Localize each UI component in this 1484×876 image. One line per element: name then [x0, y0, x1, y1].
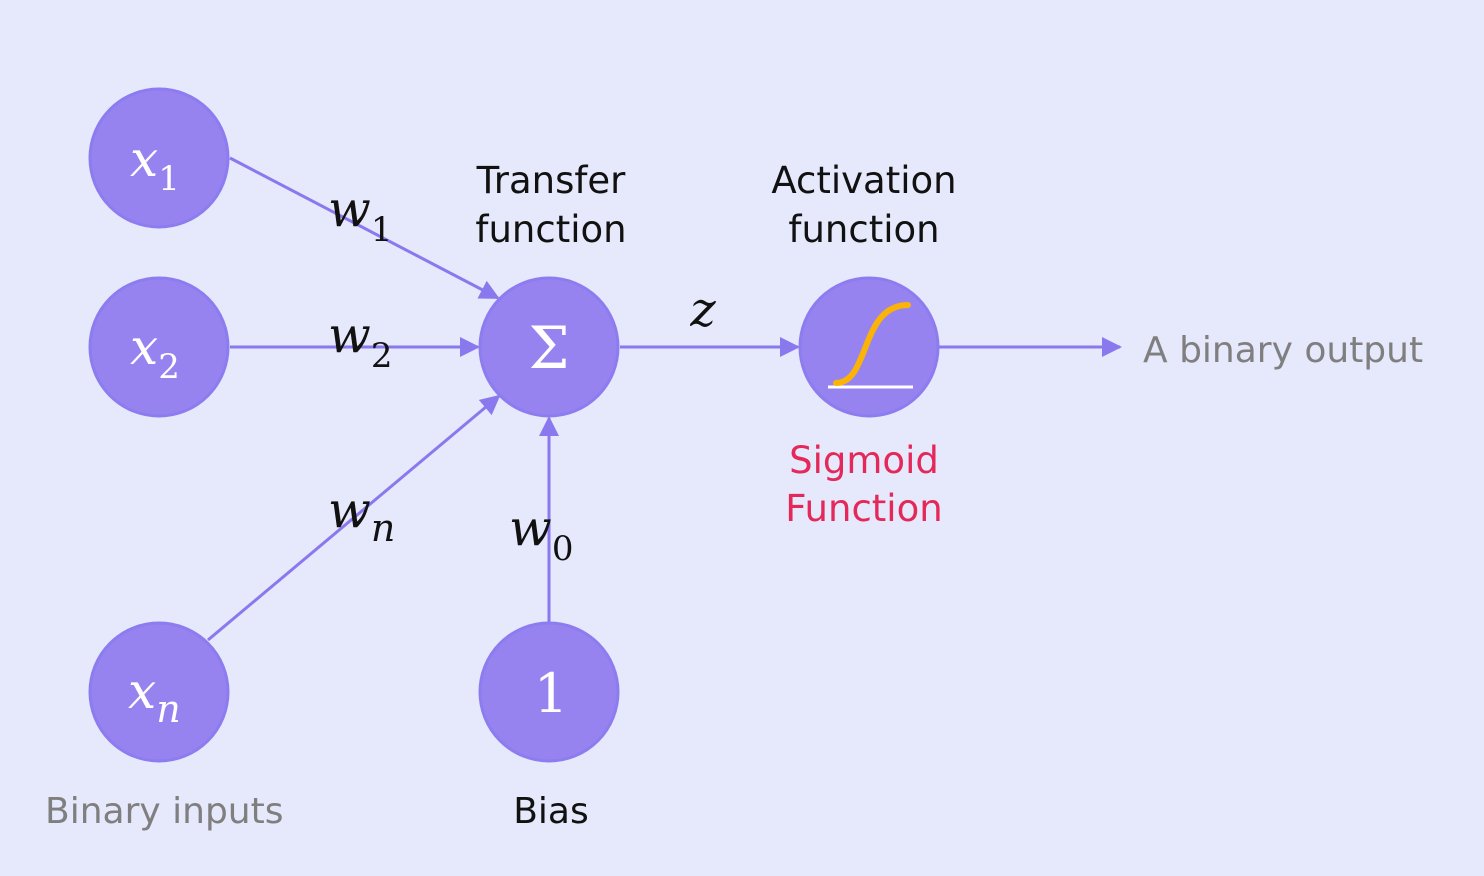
transfer-function-node: Σ	[478, 276, 620, 418]
weight-w2: w2	[328, 306, 392, 376]
svg-text:xn: xn	[128, 662, 181, 731]
activation-node	[798, 276, 940, 418]
activation-function-title: Activation	[771, 159, 956, 202]
bias-node: 1	[478, 621, 620, 763]
output-label: A binary output	[1143, 330, 1423, 371]
input-subscript: n	[156, 687, 180, 731]
svg-text:x2: x2	[130, 318, 180, 387]
edge-x1-to-sum	[229, 156, 500, 300]
input-subscript: 2	[158, 347, 180, 387]
transfer-function-title: Transfer	[476, 159, 627, 202]
edge-xn-to-sum	[207, 394, 501, 642]
weight-wn: wn	[328, 481, 395, 550]
input-node-x2: x2	[88, 276, 230, 418]
sigmoid-function-name-line2: Function	[785, 487, 942, 530]
input-node-xn: xn	[88, 621, 230, 763]
weight-w1: w1	[328, 180, 392, 250]
input-subscript: 1	[158, 159, 180, 199]
input-var: x	[128, 662, 156, 720]
bias-caption: Bias	[513, 791, 589, 832]
input-node-x1: x1	[88, 87, 230, 229]
input-var: x	[130, 130, 158, 188]
svg-text:x1: x1	[130, 130, 180, 199]
sigma-symbol: Σ	[528, 314, 569, 382]
inputs-caption: Binary inputs	[45, 791, 283, 832]
z-label: z	[689, 282, 716, 338]
input-var: x	[130, 318, 158, 376]
sigmoid-curve-icon	[833, 302, 911, 386]
bias-value: 1	[534, 662, 568, 725]
sigmoid-function-name: Sigmoid	[789, 439, 939, 482]
transfer-function-title-line2: function	[475, 208, 626, 251]
activation-function-title-line2: function	[788, 208, 939, 251]
weight-w0: w0	[509, 499, 573, 569]
